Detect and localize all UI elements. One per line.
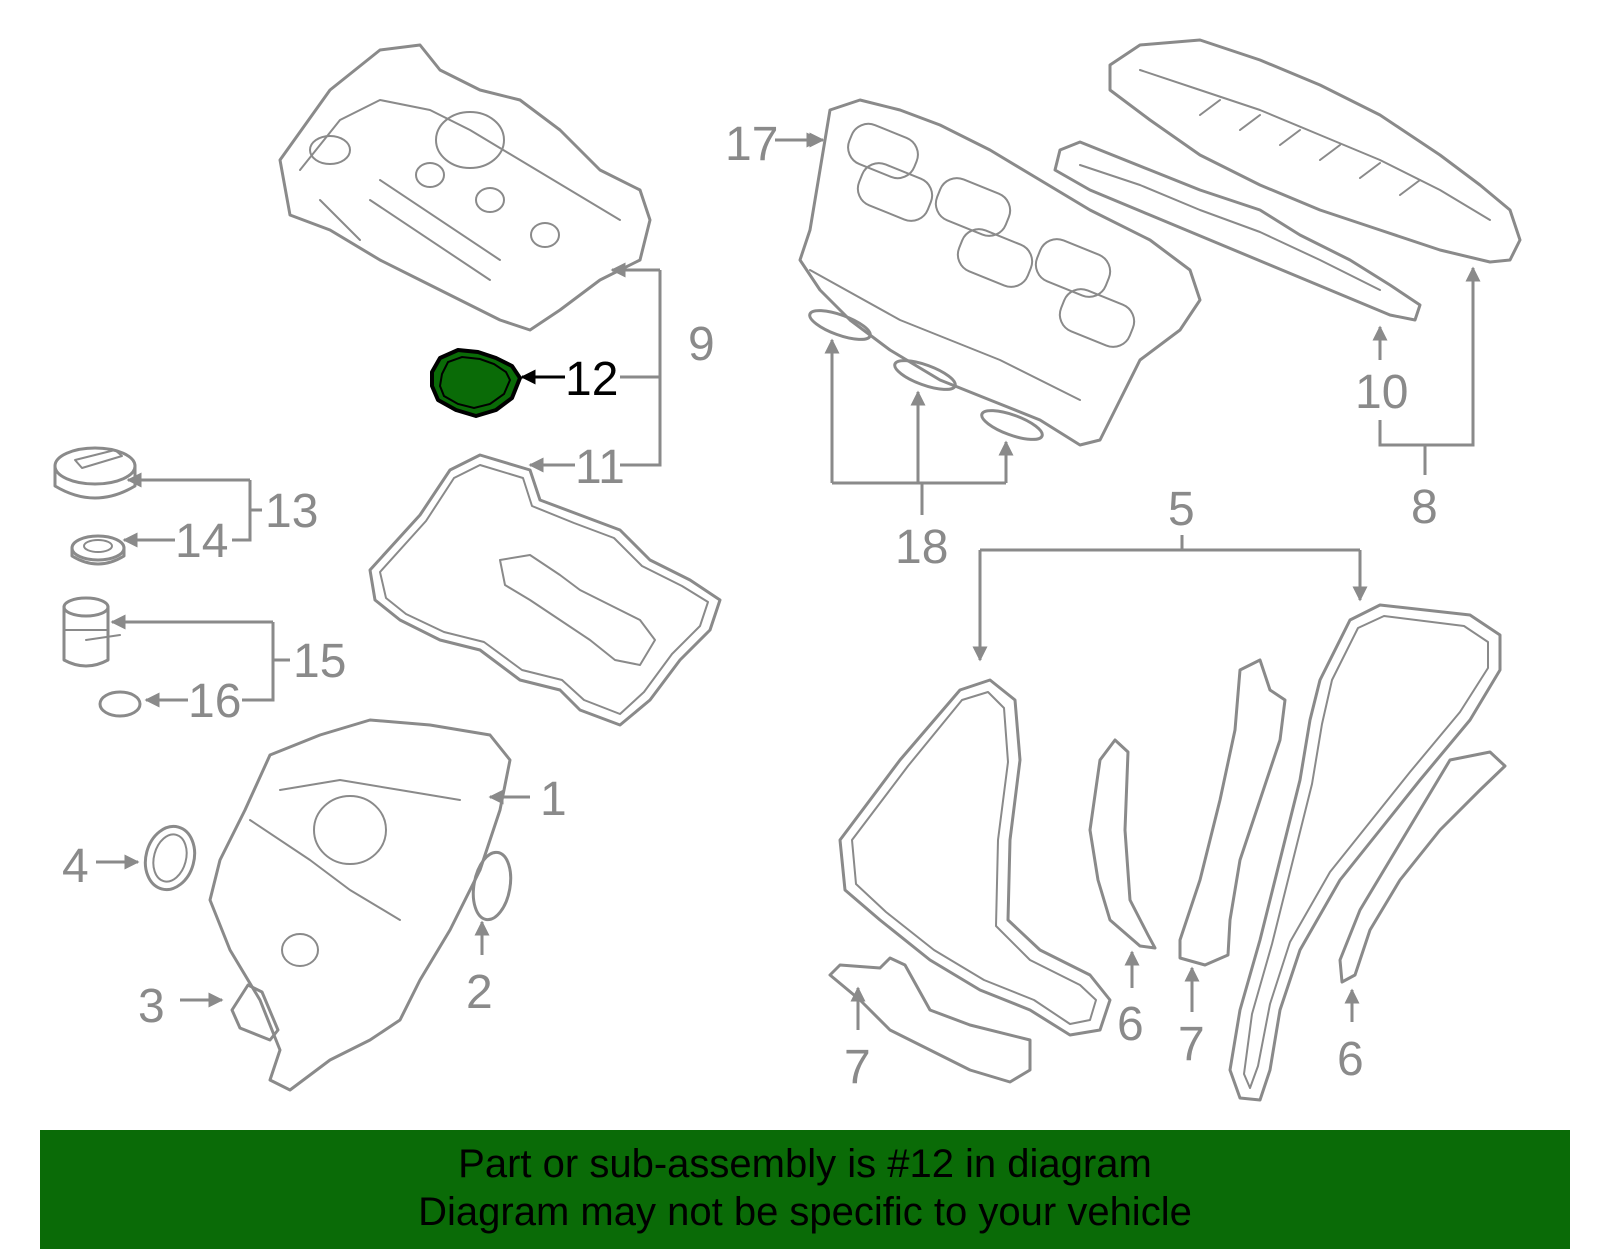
callout-9: 9 — [688, 318, 715, 371]
leader-lines — [96, 132, 1481, 1030]
intake-gasket-part — [1053, 140, 1422, 322]
callout-17: 17 — [725, 118, 778, 171]
chain-tensioner-part-7-lower — [828, 956, 1032, 1084]
o-ring-part-2 — [471, 850, 513, 922]
engine-top-cover-part — [1108, 38, 1522, 264]
callout-7-lower: 7 — [844, 1041, 871, 1094]
intake-o-rings-part — [808, 309, 1044, 441]
callout-13: 13 — [265, 485, 318, 538]
callout-11: 11 — [575, 441, 625, 494]
timing-cover-part — [208, 718, 512, 1092]
callout-12: 12 — [565, 353, 618, 406]
oil-filler-cap-part — [53, 446, 137, 500]
callout-8: 8 — [1411, 481, 1438, 534]
pcv-o-ring-part — [98, 690, 142, 718]
callout-14: 14 — [175, 515, 228, 568]
valve-cover-part — [278, 43, 652, 332]
seal-part-3 — [230, 983, 280, 1042]
callout-10: 10 — [1355, 366, 1408, 419]
callout-6-right: 6 — [1337, 1033, 1364, 1086]
timing-chain-primary-part — [838, 678, 1112, 1037]
callout-5: 5 — [1168, 483, 1195, 536]
callout-18: 18 — [895, 521, 948, 574]
front-seal-part-4 — [143, 824, 197, 892]
banner-line-1: Part or sub-assembly is #12 in diagram — [458, 1142, 1152, 1186]
banner-line-2: Diagram may not be specific to your vehi… — [418, 1190, 1192, 1234]
valve-cover-gasket-part — [368, 453, 722, 727]
cap-seal-part — [70, 534, 126, 566]
pcv-valve-part — [62, 596, 121, 668]
info-banner: Part or sub-assembly is #12 in diagram D… — [40, 1130, 1570, 1249]
callout-1: 1 — [540, 773, 567, 826]
callout-7-middle: 7 — [1178, 1018, 1205, 1071]
chain-guide-part-6-right — [1338, 750, 1507, 984]
callout-2: 2 — [466, 966, 493, 1019]
chain-tensioner-part-7-middle — [1178, 658, 1287, 967]
callout-16: 16 — [188, 675, 241, 728]
chain-guide-part-6-left — [1088, 738, 1157, 950]
callout-4: 4 — [62, 840, 89, 893]
gasket-part-12-highlighted — [430, 348, 522, 418]
callout-6-left: 6 — [1117, 998, 1144, 1051]
callout-3: 3 — [138, 980, 165, 1033]
intake-manifold-part — [798, 98, 1202, 447]
timing-chain-secondary-part — [1228, 603, 1502, 1102]
callout-15: 15 — [293, 635, 346, 688]
